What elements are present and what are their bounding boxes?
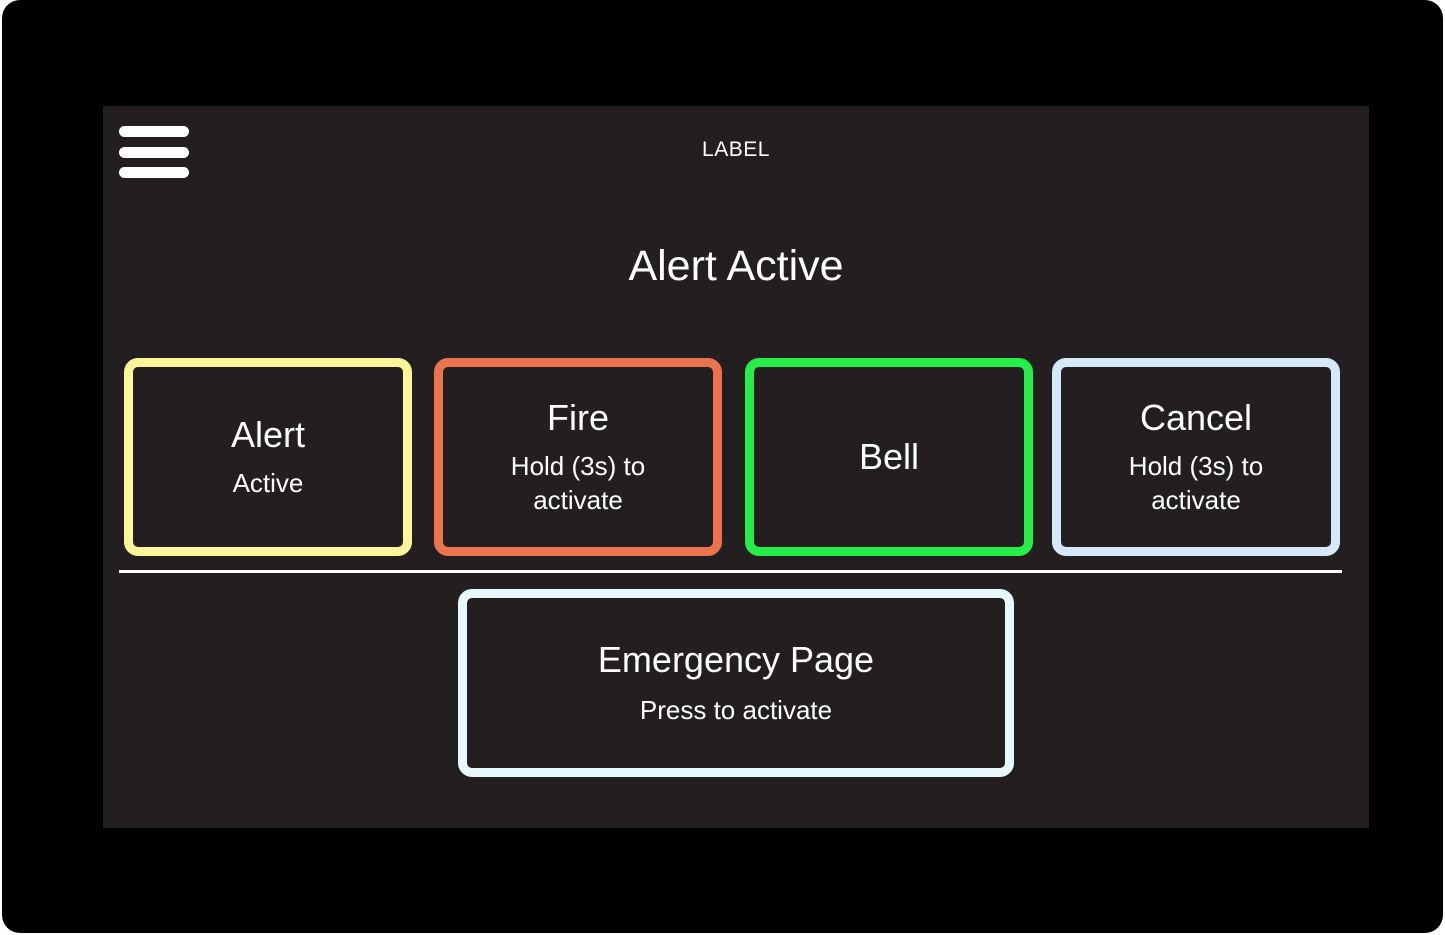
alert-button[interactable]: Alert Active <box>124 358 412 556</box>
fire-button-title: Fire <box>547 397 609 438</box>
alert-button-subtitle: Active <box>232 468 304 498</box>
cancel-button[interactable]: Cancel Hold (3s) to activate <box>1052 358 1340 556</box>
emergency-page-button[interactable]: Emergency Page Press to activate <box>458 589 1014 777</box>
status-title: Alert Active <box>628 242 844 290</box>
cancel-button-subtitle: Hold (3s) to activate <box>1128 451 1264 515</box>
emergency-page-title: Emergency Page <box>597 639 875 680</box>
bell-button[interactable]: Bell <box>745 358 1033 556</box>
cancel-button-title: Cancel <box>1139 397 1253 438</box>
fire-button-subtitle: Hold (3s) to activate <box>510 451 646 515</box>
menu-bar <box>119 147 189 158</box>
emergency-page-subtitle: Press to activate <box>639 695 833 725</box>
section-divider <box>119 570 1342 573</box>
touch-screen: LABEL Alert Active Alert Active Fire Hol… <box>103 106 1369 828</box>
fire-button[interactable]: Fire Hold (3s) to activate <box>434 358 722 556</box>
alert-button-title: Alert <box>230 414 306 455</box>
menu-bar <box>119 167 189 178</box>
bell-button-title: Bell <box>858 436 920 477</box>
menu-bar <box>119 126 189 137</box>
hamburger-menu-icon[interactable] <box>119 126 189 178</box>
header-label: LABEL <box>702 138 770 161</box>
